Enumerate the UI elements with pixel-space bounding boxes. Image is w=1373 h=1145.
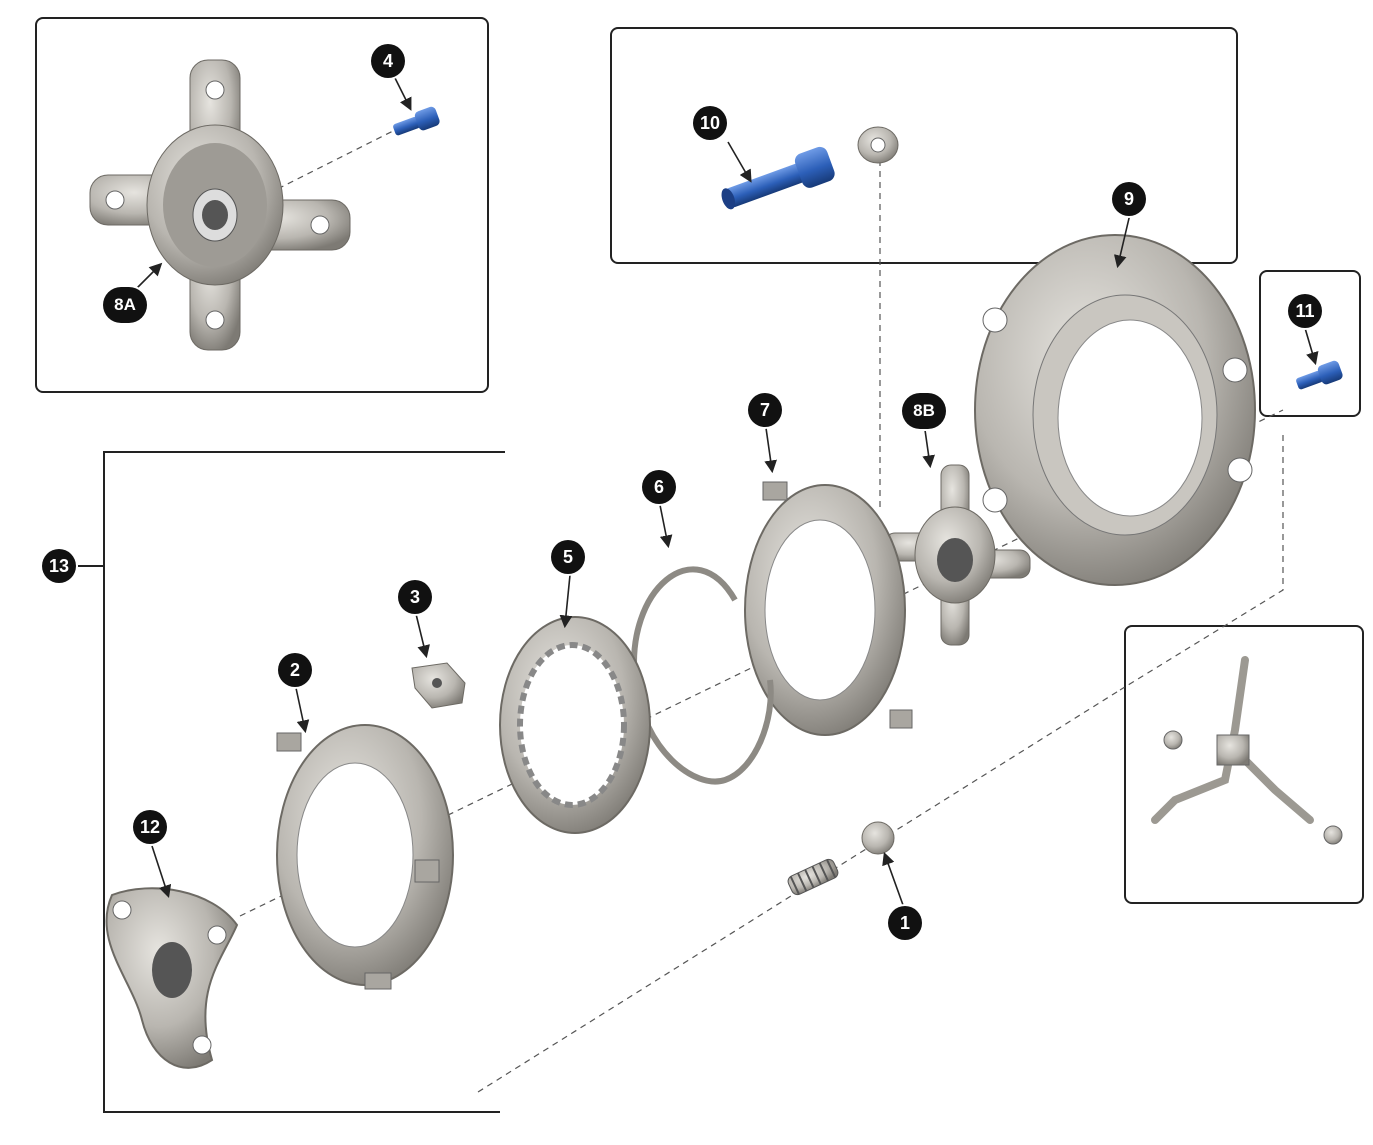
leader-8a: [134, 262, 163, 291]
part-2-piston: [276, 724, 454, 990]
part-6-snap-ring: [631, 566, 774, 785]
part-1-ball: [861, 821, 895, 855]
part-12-flange: [105, 887, 239, 1069]
callout-12: 12: [133, 810, 167, 844]
right-drop-line: [1119, 435, 1284, 691]
leader-10: [727, 141, 752, 183]
leader-7: [764, 427, 777, 474]
part-10-washer: [857, 126, 899, 164]
leader-5: [559, 574, 573, 629]
callout-6: 6: [642, 470, 676, 504]
part-9-housing: [974, 234, 1256, 586]
leader-11: [1304, 327, 1319, 366]
part-10-bolt: [721, 146, 835, 210]
leader-9: [1113, 213, 1131, 269]
leader-3: [415, 613, 430, 659]
leader-4: [394, 77, 412, 111]
callout-2: 2: [278, 653, 312, 687]
part-7-ring: [744, 481, 913, 736]
callout-8a: 8A: [103, 287, 147, 323]
part-8a-hub: [89, 59, 351, 351]
callout-7: 7: [748, 393, 782, 427]
inset-box-10: [610, 27, 1238, 264]
leader-2: [295, 687, 310, 734]
leader-8b: [922, 429, 935, 469]
part-3-clip: [411, 662, 466, 709]
callout-5: 5: [551, 540, 585, 574]
callout-3: 3: [398, 580, 432, 614]
group-13-bracket: [103, 451, 505, 1113]
spring: [787, 858, 839, 896]
callout-13: 13: [42, 549, 76, 583]
leader-1: [882, 851, 904, 906]
callout-9: 9: [1112, 182, 1146, 216]
part-5-toothed-disc: [499, 616, 651, 834]
part-11-bolt: [1296, 360, 1343, 390]
inset-box-tube-assembly: [1124, 625, 1364, 904]
part-4-bolt: [393, 106, 440, 136]
inset-box-11: [1259, 270, 1361, 417]
part-8b-hub: [884, 464, 1031, 646]
leader-6: [659, 504, 673, 549]
inset-box-8a-4: [35, 17, 489, 393]
leader-12: [151, 845, 172, 899]
callout-10: 10: [693, 106, 727, 140]
callout-1: 1: [888, 906, 922, 940]
callout-4: 4: [371, 44, 405, 78]
tube-assembly: [1151, 656, 1343, 845]
callout-11: 11: [1288, 294, 1322, 328]
callout-8b: 8B: [902, 393, 946, 429]
